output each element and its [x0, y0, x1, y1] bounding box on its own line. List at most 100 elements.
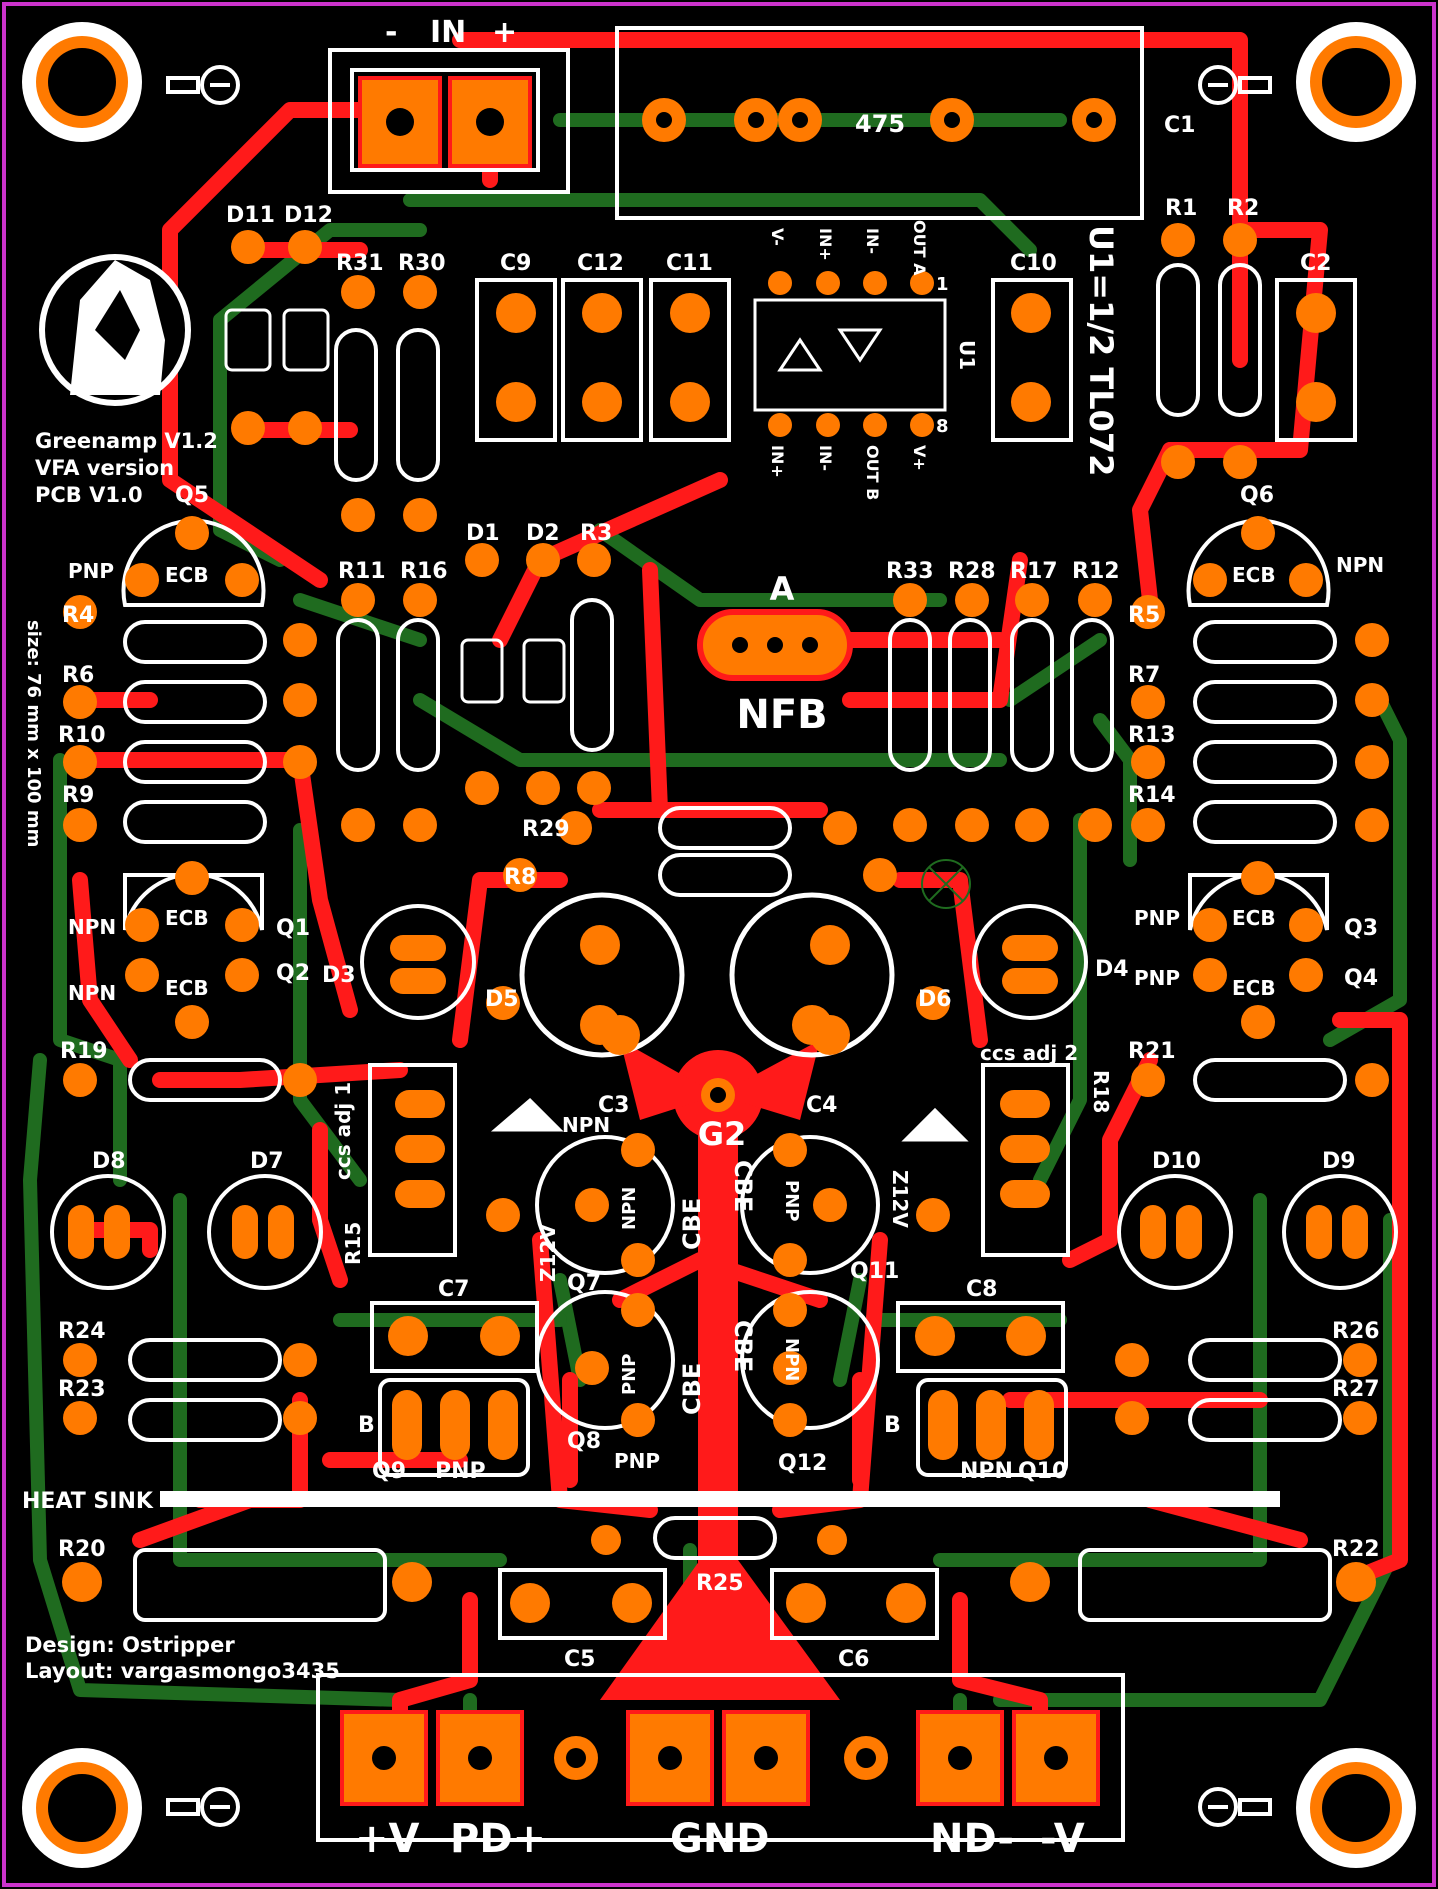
- input-minus-label: -: [385, 15, 397, 50]
- r2-label: R2: [1227, 196, 1259, 221]
- q4-label: Q4: [1344, 966, 1378, 991]
- q6-label: Q6: [1240, 483, 1274, 508]
- q2-pin-label: ECB: [165, 976, 209, 1000]
- screw-icon: [166, 65, 240, 105]
- r1-label: R1: [1165, 196, 1197, 221]
- design-credit-label: Design: Ostripper: [25, 1633, 235, 1657]
- d4-label: D4: [1095, 957, 1129, 982]
- q7-type-label: NPN: [562, 1113, 610, 1137]
- q8-text-label: PNP: [619, 1354, 640, 1395]
- pin-top-2-label: IN+: [816, 228, 835, 261]
- c4-label: C4: [806, 1093, 837, 1118]
- d6-label: D6: [918, 987, 952, 1012]
- pin-bottom-4-label: V+: [910, 445, 929, 471]
- d1-label: D1: [466, 521, 500, 546]
- r7-label: R7: [1128, 663, 1160, 688]
- q12-label: Q12: [778, 1451, 827, 1476]
- d9-label: D9: [1322, 1149, 1356, 1174]
- q11-text-label: PNP: [781, 1180, 802, 1221]
- r8-label: R8: [504, 865, 536, 890]
- screw-icon: [1198, 1787, 1272, 1827]
- pin-top-4-label: OUT A: [910, 220, 929, 276]
- r24-label: R24: [58, 1319, 106, 1344]
- g2-label: G2: [698, 1115, 747, 1153]
- r3-label: R3: [580, 521, 612, 546]
- pin-8-label: 8: [936, 416, 949, 437]
- c1-label: C1: [1164, 113, 1195, 138]
- c9-label: C9: [500, 251, 531, 276]
- greenamp-logo: [39, 254, 191, 406]
- q2-type-label: NPN: [68, 981, 116, 1005]
- q3-type-label: PNP: [1134, 906, 1180, 930]
- q6-pin-label: ECB: [1232, 563, 1276, 587]
- r19-label: R19: [60, 1039, 108, 1064]
- d5-label: D5: [485, 987, 519, 1012]
- r6-label: R6: [62, 663, 94, 688]
- silkscreen-diodes: [224, 308, 969, 1142]
- r29-label: R29: [522, 817, 570, 842]
- q9-base-label: B: [358, 1413, 375, 1438]
- board-pcb-label: PCB V1.0: [35, 483, 143, 507]
- r33-label: R33: [886, 559, 934, 584]
- r26-label: R26: [1332, 1319, 1380, 1344]
- opamp-label: U1=1/2 TL072: [1082, 225, 1120, 476]
- q10-base-label: B: [884, 1413, 901, 1438]
- pin-top-1-label: V-: [768, 228, 787, 246]
- r25-label: R25: [696, 1571, 744, 1596]
- q4-type-label: PNP: [1134, 966, 1180, 990]
- silkscreen-labels: - IN + 475 C1 U1=1/2 TL072 U1 1 8 V- IN+…: [22, 15, 1384, 1862]
- c5-label: C5: [564, 1647, 595, 1672]
- q10-type-label: NPN: [960, 1459, 1013, 1484]
- c8-label: C8: [966, 1277, 997, 1302]
- board-version-label: VFA version: [35, 456, 174, 480]
- screw-icon: [166, 1787, 240, 1827]
- zener-right-label: Z12V: [888, 1170, 912, 1228]
- pin-top-3-label: IN-: [863, 228, 882, 254]
- u1-label: U1: [955, 340, 979, 370]
- r30-label: R30: [398, 251, 446, 276]
- r28-label: R28: [948, 559, 996, 584]
- r21-label: R21: [1128, 1039, 1176, 1064]
- input-title-label: IN: [430, 15, 466, 50]
- c3-label: C3: [598, 1093, 629, 1118]
- power-label-pd-plus: PD+: [450, 1816, 546, 1862]
- mounting-hole-bl: [22, 1748, 142, 1868]
- ground-bus: [600, 1040, 840, 1700]
- q1-label: Q1: [276, 916, 310, 941]
- r9-label: R9: [62, 783, 94, 808]
- d3-label: D3: [322, 963, 356, 988]
- power-label-plus-v: +V: [355, 1816, 420, 1862]
- input-plus-label: +: [492, 15, 517, 50]
- r17-label: R17: [1010, 559, 1058, 584]
- q8-cbe-label: CBE: [678, 1363, 706, 1415]
- r15-label: R15: [341, 1222, 365, 1265]
- board-size-label: size: 76 mm x 100 mm: [23, 620, 44, 847]
- power-label-nd-minus: ND-: [930, 1816, 1014, 1862]
- q7-cbe-label: CBE: [678, 1198, 706, 1250]
- mounting-hole-tr: [1296, 22, 1416, 142]
- q5-type-label: PNP: [68, 559, 114, 583]
- screw-icon: [1198, 65, 1272, 105]
- c10-label: C10: [1010, 251, 1057, 276]
- c2-label: C2: [1300, 251, 1331, 276]
- r12-label: R12: [1072, 559, 1120, 584]
- power-label-gnd: GND: [670, 1816, 770, 1862]
- r18-label: R18: [1089, 1070, 1113, 1113]
- q9-label: Q9: [372, 1459, 406, 1484]
- electrolytic-capacitors: [519, 892, 895, 1058]
- pin-bottom-2-label: IN-: [816, 445, 835, 471]
- heat-sink-bar: [160, 1491, 1280, 1507]
- mounting-hole-tl: [22, 22, 142, 142]
- r13-label: R13: [1128, 723, 1176, 748]
- q12-text-label: NPN: [781, 1338, 802, 1381]
- q7-text-label: NPN: [619, 1187, 640, 1230]
- q8-type-label: PNP: [614, 1449, 660, 1473]
- c6-label: C6: [838, 1647, 869, 1672]
- mounting-holes: [22, 22, 1416, 1868]
- d8-label: D8: [92, 1149, 126, 1174]
- zener-left-label: Z12V: [536, 1224, 560, 1282]
- board-name-label: Greenamp V1.2: [35, 429, 218, 453]
- q11-cbe-label: CBE: [729, 1160, 757, 1212]
